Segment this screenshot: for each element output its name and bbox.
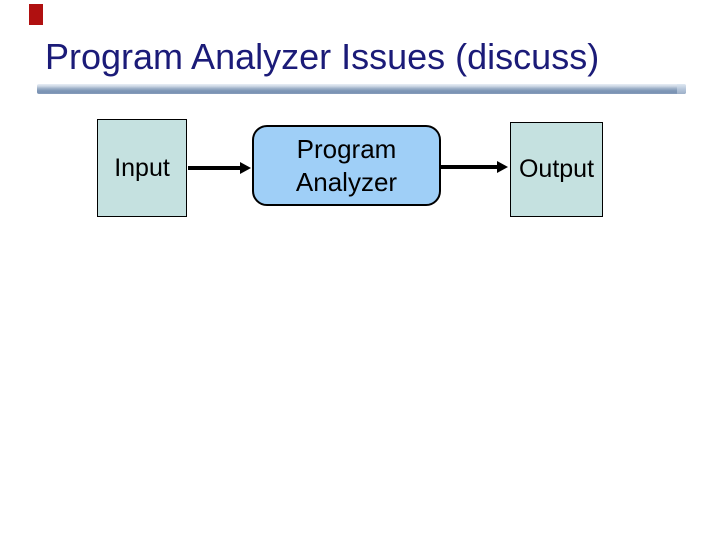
diagram-node-program-analyzer: Program Analyzer: [252, 125, 441, 206]
diagram-node-output-label: Output: [518, 155, 595, 183]
diagram-node-input-label: Input: [114, 153, 170, 182]
red-accent-mark: [29, 4, 43, 25]
arrow-analyzer-to-output-shaft: [441, 165, 497, 169]
diagram-node-output: Output: [510, 122, 603, 217]
program-analyzer-label-line2: Analyzer: [295, 166, 398, 197]
arrow-analyzer-to-output-arrowhead-icon: [497, 161, 508, 173]
diagram-node-input: Input: [97, 119, 187, 217]
slide-title: Program Analyzer Issues (discuss): [45, 36, 600, 77]
program-analyzer-label-line1: Program: [296, 133, 397, 164]
arrow-input-to-analyzer-arrowhead-icon: [240, 162, 251, 174]
title-underline-bar-endcap: [677, 84, 686, 94]
arrow-input-to-analyzer-shaft: [188, 166, 241, 170]
diagram-node-program-analyzer-label: Program Analyzer: [296, 133, 397, 199]
title-underline-bar: [37, 84, 686, 94]
